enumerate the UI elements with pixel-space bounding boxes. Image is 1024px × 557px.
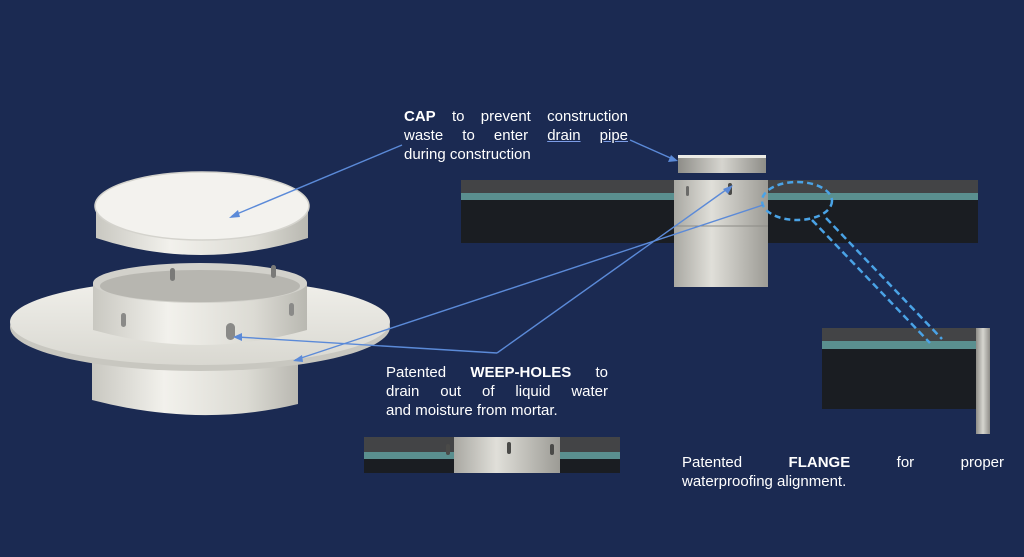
flange-detail: [822, 328, 990, 434]
flange-caption: Patented FLANGE for proper waterproofing…: [682, 453, 1004, 491]
weep-hole: [289, 303, 294, 316]
drain-link: drain: [547, 127, 581, 144]
weep-callout-line: [236, 336, 498, 354]
flange-caption-bold: FLANGE: [788, 454, 851, 471]
weep-hole-detail: [364, 437, 620, 473]
weep-caption-line2: drain out of liquid water: [386, 383, 608, 400]
weep-caption: Patented WEEP-HOLES to drain out of liqu…: [386, 363, 608, 420]
flange-caption-suffix: for proper: [896, 454, 1004, 471]
cap-3d: [94, 171, 310, 255]
weep-hole: [686, 186, 689, 196]
flange-caption-prefix: Patented: [682, 454, 743, 471]
cap-caption-line3: during construction: [404, 146, 531, 163]
weep-hole: [226, 323, 235, 340]
pipe-link: pipe: [599, 127, 629, 144]
weep-hole: [121, 313, 126, 327]
weep-hole: [550, 444, 554, 455]
cap-section: [678, 155, 766, 173]
cap-caption: CAP to prevent construction waste to ent…: [404, 107, 628, 164]
cap-callout-line-right: [629, 139, 676, 161]
weep-hole: [170, 268, 175, 281]
weep-callout-line-upper: [496, 186, 731, 354]
cap-caption-line2: waste to enter: [404, 127, 529, 144]
weep-caption-suffix: to: [595, 364, 609, 381]
cap-caption-bold: CAP: [404, 108, 436, 125]
flange-caption-line2: waterproofing alignment.: [682, 473, 847, 490]
cross-section-main: [461, 155, 978, 287]
weep-hole: [271, 265, 276, 278]
weep-hole: [446, 444, 450, 455]
flange-connector: [811, 217, 943, 344]
weep-caption-prefix: Patented: [386, 364, 447, 381]
flange-highlight: [760, 180, 834, 222]
callout-lines: [229, 139, 764, 362]
weep-callout-line-flange: [294, 204, 764, 361]
drain-3d-model: [10, 171, 390, 416]
weep-caption-line3: and moisture from mortar.: [386, 402, 558, 419]
cap-caption-line1: to prevent construction: [451, 108, 628, 125]
weep-hole: [507, 442, 511, 454]
cap-callout-line: [231, 144, 403, 217]
weep-caption-bold: WEEP-HOLES: [470, 364, 572, 381]
